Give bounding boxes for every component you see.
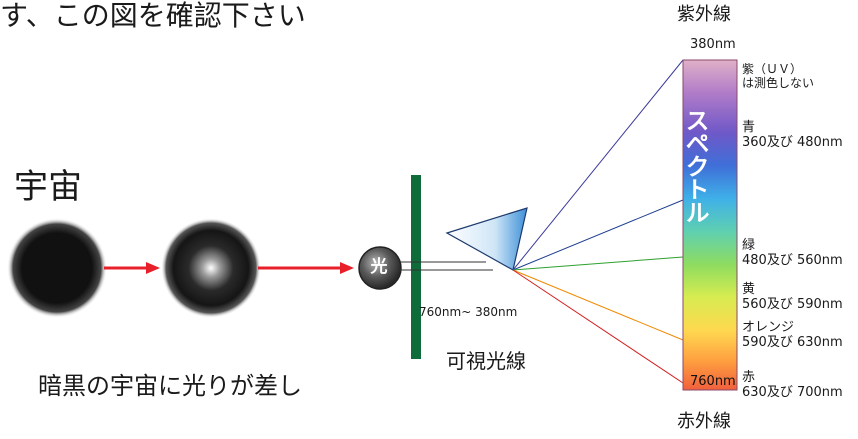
- light-label: 光: [370, 257, 388, 277]
- diagram-caption: 暗黒の宇宙に光りが差し: [38, 372, 302, 400]
- prism-wavelength-range: 760nm~ 380nm: [419, 305, 518, 319]
- top-wavelength: 380nm: [690, 37, 736, 52]
- band-red-name: 赤: [742, 370, 756, 385]
- ray-red: [512, 269, 684, 384]
- band-yellow-range: 560及び 590nm: [742, 297, 843, 312]
- ray-violet: [512, 59, 684, 271]
- arrow-2: [258, 262, 354, 274]
- band-blue-range: 360及び 480nm: [742, 135, 843, 150]
- band-green-range: 480及び 560nm: [742, 253, 843, 268]
- ray-orange: [512, 269, 684, 341]
- lit-universe-sphere: [161, 218, 261, 318]
- band-uv-name: 紫（ＵＶ）: [742, 62, 803, 76]
- arrow-1: [104, 262, 160, 274]
- ray-green: [512, 256, 684, 271]
- spectrum-bar: [682, 59, 738, 391]
- prism: [445, 207, 528, 271]
- band-red-range: 630及び 700nm: [742, 385, 843, 400]
- band-red: 赤 630及び 700nm: [742, 370, 843, 400]
- band-yellow-name: 黄: [742, 282, 756, 297]
- band-green: 緑 480及び 560nm: [742, 238, 843, 268]
- ray-blue: [512, 199, 684, 271]
- spectrum-rays: [512, 59, 684, 384]
- light-ball: [358, 246, 402, 290]
- spectrum-word: スペクトル: [681, 108, 709, 223]
- page-heading: す、この図を確認下さい: [0, 0, 306, 32]
- screen-bar: [411, 175, 421, 359]
- band-blue-name: 青: [742, 120, 756, 135]
- band-uv: 紫（ＵＶ） は測色しない: [742, 62, 814, 90]
- band-blue: 青 360及び 480nm: [742, 120, 843, 150]
- band-orange-name: オレンジ: [742, 320, 795, 335]
- light-beam: [400, 261, 493, 271]
- ultraviolet-title: 紫外線: [677, 4, 731, 25]
- band-green-name: 緑: [742, 238, 756, 253]
- dark-universe-sphere: [7, 218, 107, 318]
- band-uv-range: は測色しない: [742, 76, 815, 90]
- infrared-title: 赤外線: [677, 411, 731, 432]
- visible-light-label: 可視光線: [446, 349, 526, 373]
- band-yellow: 黄 560及び 590nm: [742, 282, 843, 312]
- universe-label: 宇宙: [14, 167, 82, 207]
- band-orange-range: 590及び 630nm: [742, 335, 843, 350]
- band-orange: オレンジ 590及び 630nm: [742, 320, 843, 350]
- bottom-wavelength: 760nm: [690, 374, 736, 389]
